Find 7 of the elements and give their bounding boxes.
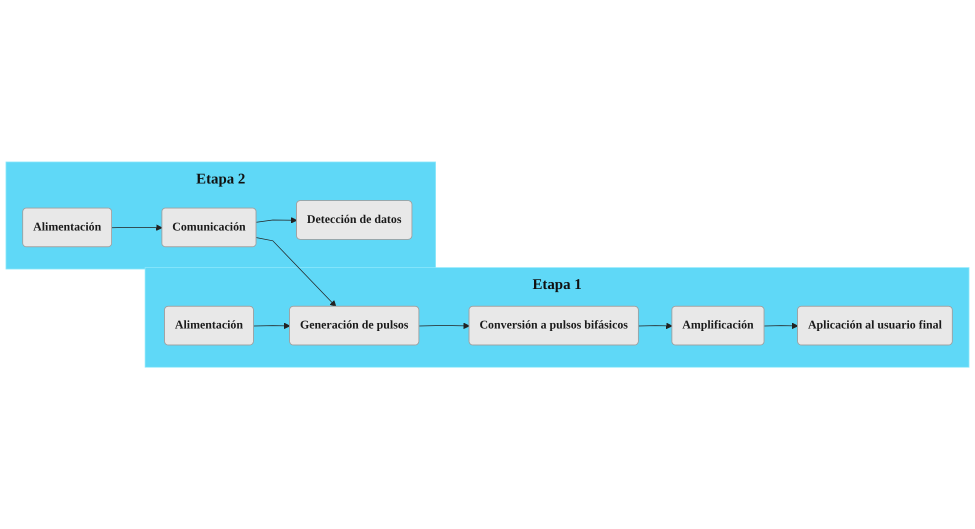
arrow — [112, 224, 162, 231]
arrow — [256, 216, 298, 224]
arrow — [764, 322, 798, 330]
arrow — [256, 237, 336, 307]
arrow — [253, 322, 290, 330]
arrow — [638, 322, 672, 330]
arrow — [418, 322, 470, 330]
